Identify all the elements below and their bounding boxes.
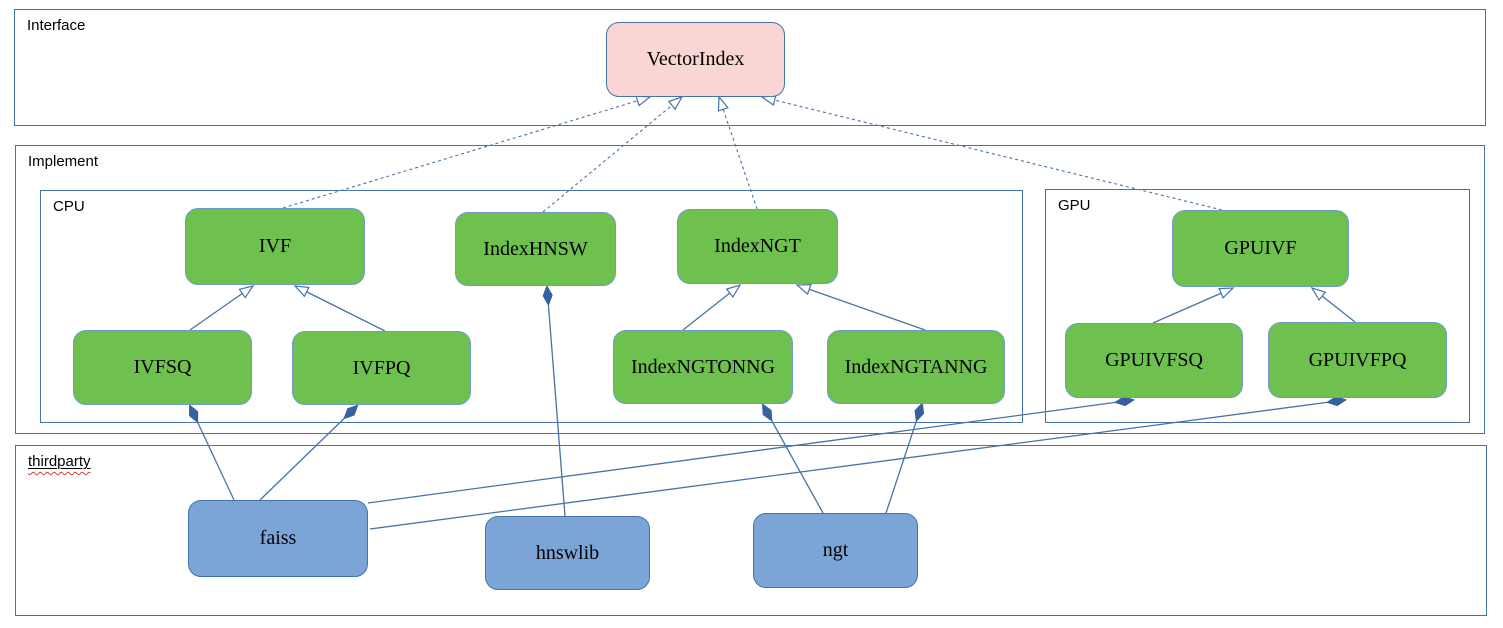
node-gpuivfsq-label: GPUIVFSQ	[1105, 349, 1203, 371]
node-indexngtonng[interactable]: IndexNGTONNG	[613, 330, 793, 404]
node-ivfsq-label: IVFSQ	[133, 356, 192, 378]
node-ivfpq-label: IVFPQ	[352, 356, 411, 379]
node-ivf-label: IVF	[258, 235, 292, 257]
node-vectorindex[interactable]: VectorIndex	[606, 22, 785, 97]
node-gpuivf-label: GPUIVF	[1224, 237, 1297, 259]
node-faiss[interactable]: faiss	[188, 500, 368, 577]
node-gpuivf[interactable]: GPUIVF	[1172, 210, 1349, 287]
node-hnswlib-label: hnswlib	[535, 541, 600, 564]
node-vectorindex-label: VectorIndex	[646, 48, 745, 70]
node-indexngtonng-label: IndexNGTONNG	[630, 355, 776, 378]
group-cpu-label: CPU	[53, 198, 85, 215]
node-indexhnsw[interactable]: IndexHNSW	[455, 212, 616, 286]
node-indexhnsw-label: IndexHNSW	[483, 237, 588, 260]
node-gpuivfpq-label: GPUIVFPQ	[1308, 348, 1407, 371]
node-gpuivfpq[interactable]: GPUIVFPQ	[1268, 322, 1447, 398]
node-indexngt[interactable]: IndexNGT	[677, 209, 838, 284]
node-hnswlib[interactable]: hnswlib	[485, 516, 650, 590]
node-faiss-label: faiss	[259, 527, 297, 549]
node-gpuivfsq[interactable]: GPUIVFSQ	[1065, 323, 1243, 398]
node-ivf[interactable]: IVF	[185, 208, 365, 285]
node-ngt[interactable]: ngt	[753, 513, 918, 588]
group-implement-label: Implement	[28, 153, 99, 170]
node-ivfpq[interactable]: IVFPQ	[292, 331, 471, 405]
node-ngt-label: ngt	[822, 539, 849, 561]
group-interface-label: Interface	[27, 17, 86, 34]
node-ivfsq[interactable]: IVFSQ	[73, 330, 252, 405]
group-thirdparty-label: thirdparty	[28, 453, 91, 470]
group-gpu-label: GPU	[1058, 197, 1091, 214]
node-indexngtanng[interactable]: IndexNGTANNG	[827, 330, 1005, 404]
node-indexngtanng-label: IndexNGTANNG	[844, 355, 988, 378]
node-indexngt-label: IndexNGT	[714, 235, 801, 257]
